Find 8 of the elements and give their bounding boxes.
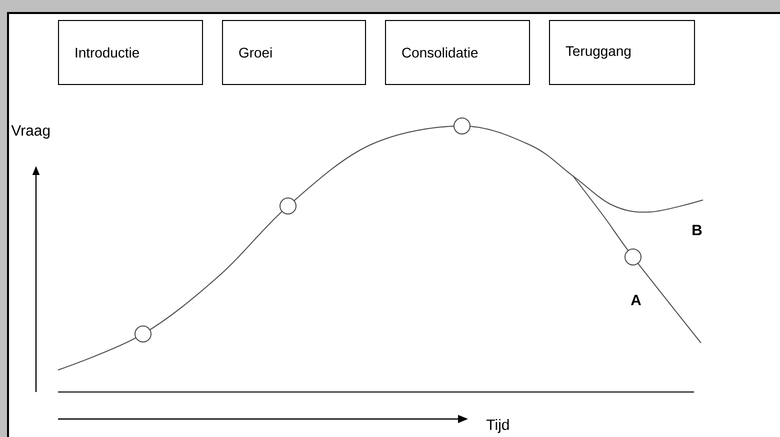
phase-box: Teruggang (549, 20, 695, 85)
phase-box: Consolidatie (385, 20, 530, 85)
phase-box: Introductie (58, 20, 203, 85)
axis-label: Tijd (486, 419, 509, 433)
curve-label: A (630, 294, 641, 306)
axis-label: Vraag (11, 125, 50, 139)
phase-box: Groei (222, 20, 366, 85)
curve-label: B (692, 224, 702, 236)
